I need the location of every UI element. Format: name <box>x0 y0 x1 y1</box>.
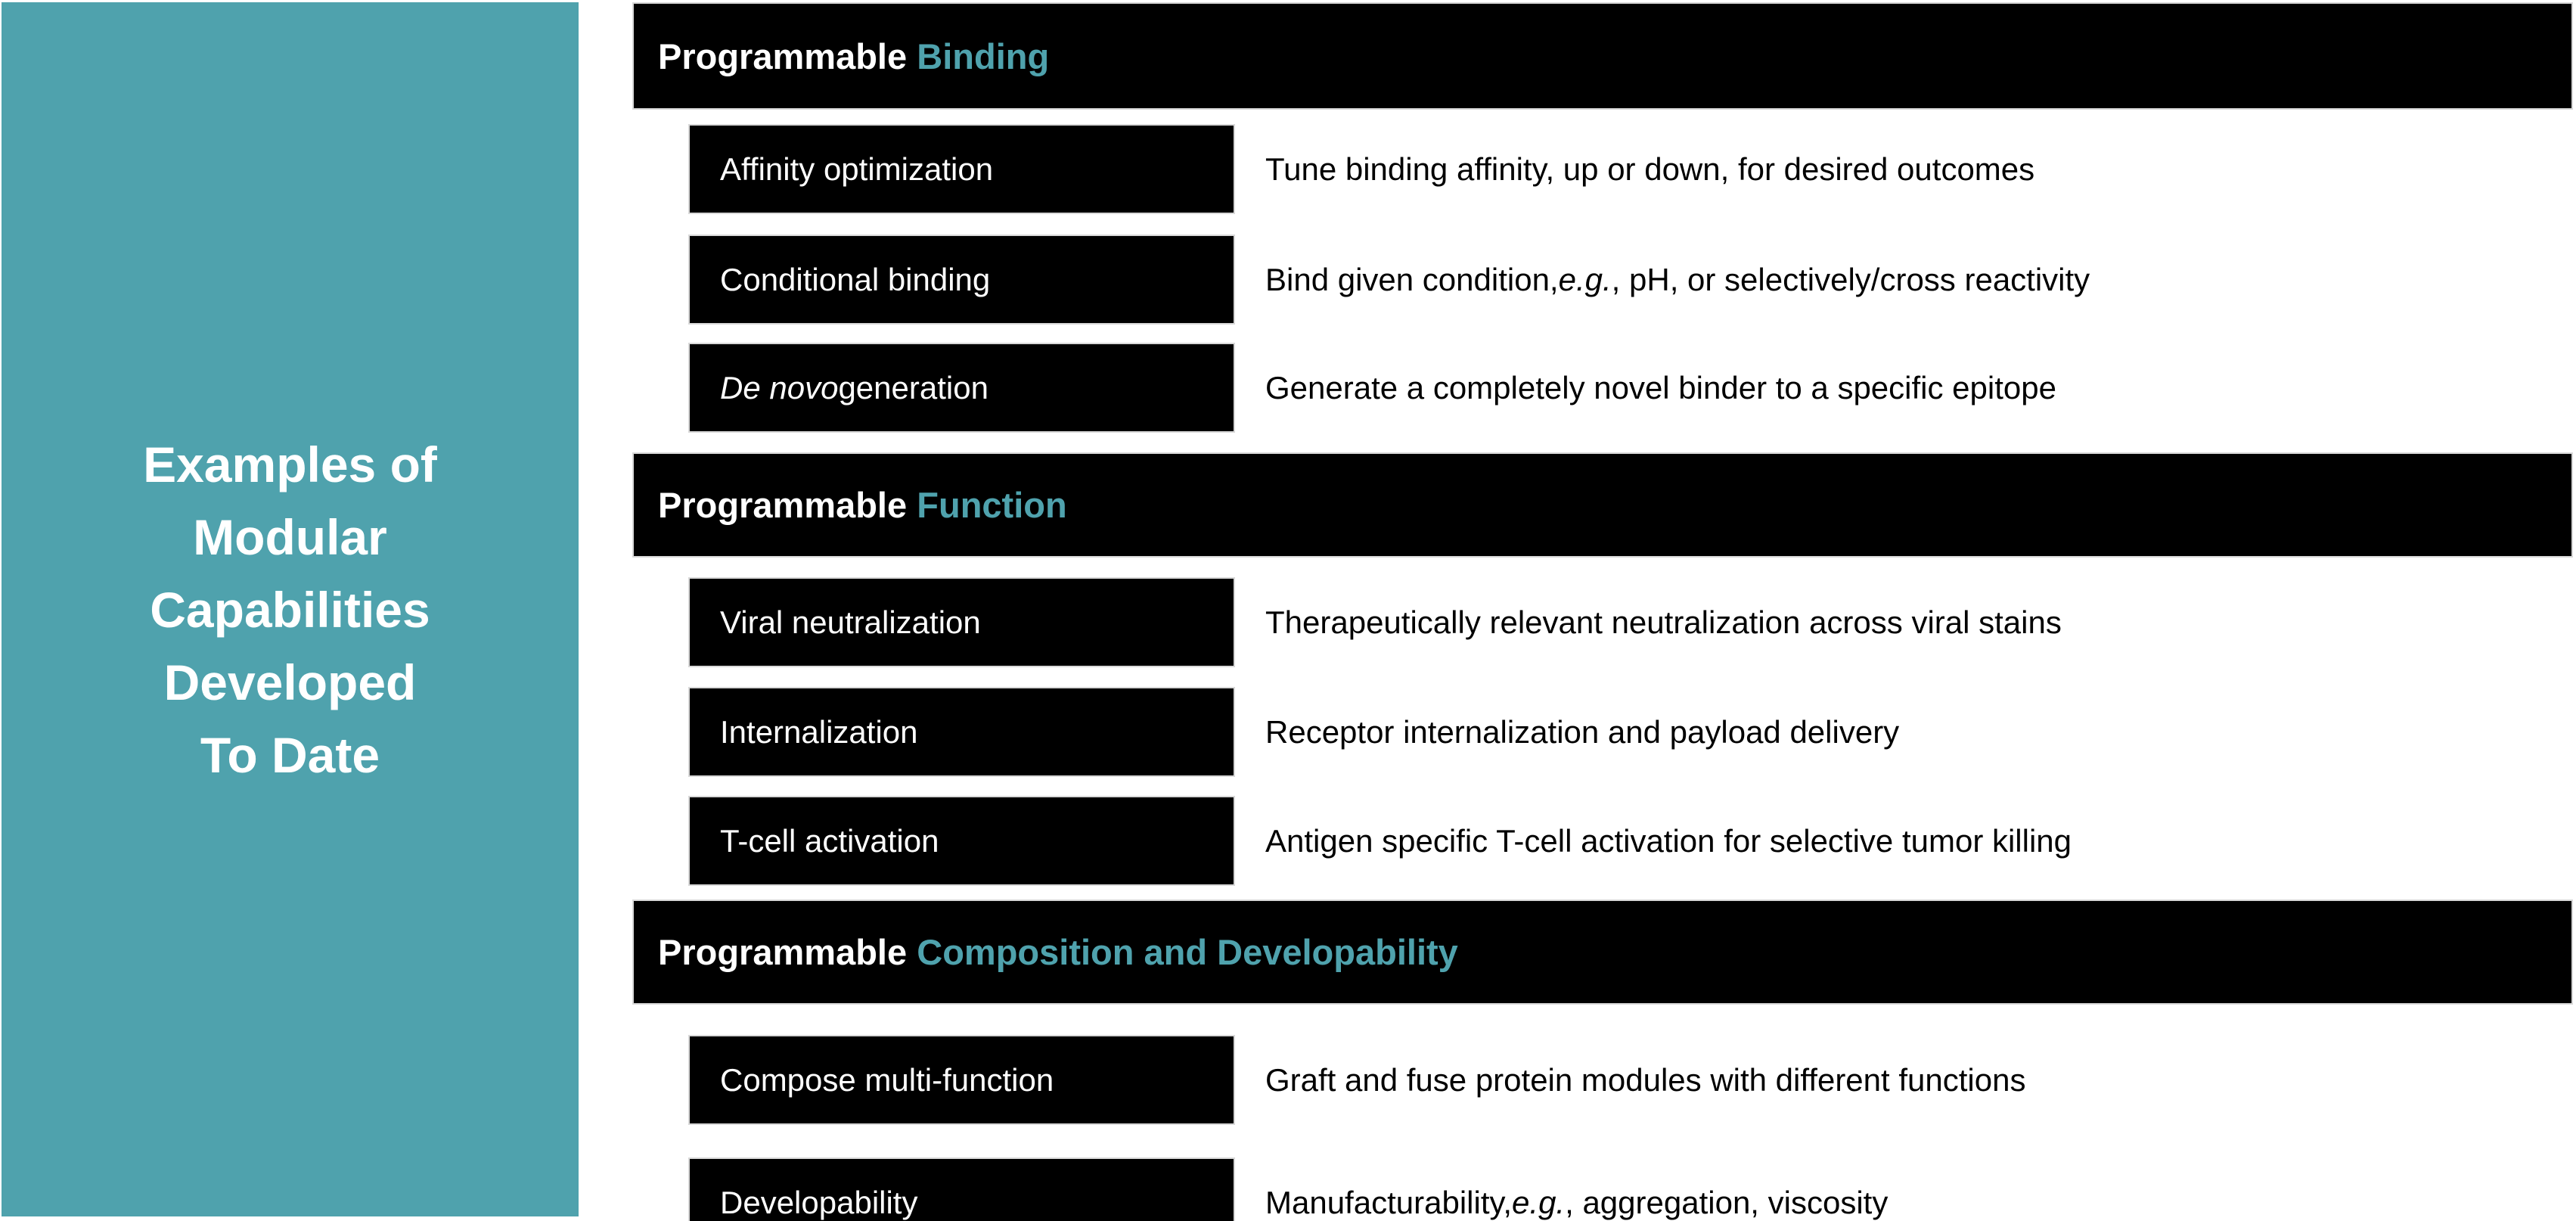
capability-label-box: T-cell activation <box>688 796 1235 886</box>
capability-description: Therapeutically relevant neutralization … <box>1265 604 2062 640</box>
capability-description: Tune binding affinity, up or down, for d… <box>1265 151 2035 187</box>
sidebar-title-line: Examples of <box>143 436 437 492</box>
sidebar-title-line: Capabilities <box>150 581 430 638</box>
capability-description: Antigen specific T-cell activation for s… <box>1265 822 2072 859</box>
header-prefix: Programmable <box>658 485 908 525</box>
capability-description: Receptor internalization and payload del… <box>1265 713 1900 750</box>
capability-label-box: Internalization <box>688 687 1235 777</box>
header-highlight: Function <box>917 485 1067 525</box>
sidebar-panel: Examples of Modular Capabilities Develop… <box>2 2 579 1216</box>
capability-label-box: Affinity optimization <box>688 124 1235 214</box>
capability-label-box: Conditional binding <box>688 235 1235 325</box>
sidebar-title: Examples of Modular Capabilities Develop… <box>143 428 437 791</box>
capability-description: Generate a completely novel binder to a … <box>1265 369 2056 405</box>
capability-description: Bind given condition, e.g., pH, or selec… <box>1265 261 2090 297</box>
sidebar-title-line: Modular <box>193 508 387 565</box>
header-highlight: Composition and Developability <box>917 932 1458 972</box>
capability-description: Graft and fuse protein modules with diff… <box>1265 1061 2026 1098</box>
header-prefix: Programmable <box>658 932 908 972</box>
section-header-composition-developability: Programmable Composition and Developabil… <box>632 899 2573 1005</box>
capability-label-box: Developability <box>688 1157 1235 1221</box>
header-highlight: Binding <box>917 36 1050 76</box>
header-prefix: Programmable <box>658 36 908 76</box>
capability-description: Manufacturability, e.g., aggregation, vi… <box>1265 1184 1889 1220</box>
capability-label-box: De novo generation <box>688 343 1235 433</box>
section-header-binding: Programmable Binding <box>632 2 2573 110</box>
capability-label-box: Viral neutralization <box>688 577 1235 667</box>
section-header-function: Programmable Function <box>632 452 2573 558</box>
sidebar-title-line: Developed <box>163 654 417 710</box>
capability-label-box: Compose multi-function <box>688 1035 1235 1125</box>
sidebar-title-line: To Date <box>200 726 380 783</box>
